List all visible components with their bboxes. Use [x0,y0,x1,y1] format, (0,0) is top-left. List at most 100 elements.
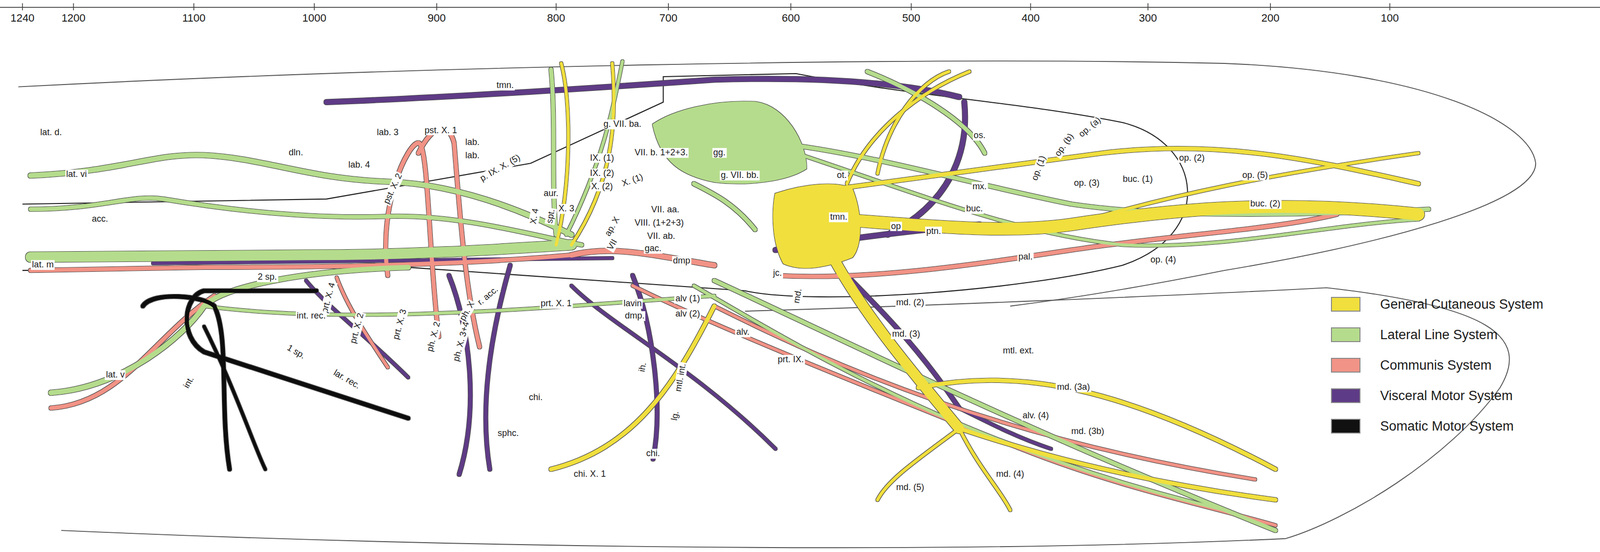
nerve [877,428,960,501]
nerve-label: op. (4) [1149,255,1178,266]
nerve [550,306,715,470]
legend-swatch [1330,419,1361,434]
legend-row: Lateral Line System [1330,319,1544,351]
brain-outline [22,73,1188,298]
legend-row: General Cutaneous System [1330,289,1544,320]
communis-nerves [30,128,1337,526]
nerve-label: ph. X. 3+4 [451,320,472,364]
nerve [836,148,1419,189]
nerve [1071,153,1419,225]
nerve-label: md. (3) [891,330,922,340]
nerve-label: ph. X [457,299,478,324]
legend: General Cutaneous SystemLateral Line Sys… [1330,289,1544,442]
legend-swatch [1330,327,1361,343]
nerve-label: gg. [712,148,727,158]
nerve [142,296,230,470]
nerve-label: X. 3 [557,204,575,214]
scale-number: 1200 [60,12,87,25]
legend-row: Somatic Motor System [1330,411,1544,442]
snout-outline [18,60,1536,306]
ruler-tick [22,3,24,11]
nerve-label: jc. [772,268,784,279]
nerve-label: ph. X. 2 [424,319,443,354]
nerve-label: ih. [636,361,649,374]
ruler-tick [1389,3,1391,11]
nerve-label: chi. [527,392,544,403]
nerve-label: lat. v [104,370,126,381]
ruler-tick [313,3,315,11]
nerve-label: lab. 4 [347,160,371,171]
nerve-label: VII. ab. [646,231,677,242]
nerve [571,250,715,266]
nerve [30,154,572,235]
nerve-label: tmn. [495,80,515,91]
nerve-label: acc. [90,214,110,225]
scale-number: 400 [1020,12,1041,25]
nerve [51,267,409,393]
nerve-label: r. acc. [474,283,501,308]
nerve-label: alv (1) [674,294,701,304]
nerve-label: md. (5) [895,483,926,493]
nerve-label: X. 4 [528,206,542,226]
legend-text: Somatic Motor System [1380,419,1514,435]
nerve-label: alv (2) [674,309,701,320]
legend-swatch [1330,297,1361,312]
nerve-label: chi. X. 1 [573,469,607,480]
nerve-label: p. IX. X. (5) [477,152,523,185]
nerve-label: lat. m [30,260,55,271]
nerve-label: lg. [669,409,682,423]
nerve-label: mtl. ext. [1001,346,1035,357]
nerve-label: 2 sp. [256,272,278,283]
scale-number: 600 [780,12,801,25]
nerve-label: VIII. (1+2+3) [633,218,685,229]
scale-number: 800 [545,12,567,25]
nerve-label: tmn. [829,212,849,223]
ruler-tick [1147,3,1149,11]
nerve [556,63,569,245]
scale-number: 100 [1379,12,1400,25]
nerve [826,244,960,429]
nerve-label: pst. X. 1 [423,125,458,136]
nerve-label: aur. [542,188,560,199]
nerve-label: X. (1) [619,172,646,190]
nerve [714,280,1276,531]
nerve [918,380,1276,470]
legend-row: Communis System [1330,350,1544,381]
ruler-tick [555,3,557,11]
nerve [305,280,408,378]
nerve-label: int. [181,374,197,392]
nerve [204,326,266,470]
nerve-label: buc. [965,204,984,214]
nerve-label: int. rec. [295,311,327,322]
nerve-label: lar. rec. [331,367,363,392]
scale-number: 300 [1138,12,1159,25]
nerve-label: VII. b. 1+2+3. [633,148,689,158]
nerve-label: spt. [544,207,558,226]
legend-text: Lateral Line System [1380,327,1498,343]
nerve-label: op. (5) [1241,170,1269,181]
nerve [846,71,970,184]
legend-swatch [1330,388,1361,404]
nerve [877,71,949,174]
nerve [336,277,389,368]
nerve [30,198,582,245]
nerve-label: 1 sp. [284,342,308,362]
lateral-line-nerves [30,61,1429,531]
legend-swatch [1330,358,1361,373]
nerve-label: prt. X. 1 [539,299,573,309]
jaw-outline [60,287,1510,548]
nerve-label: os. [972,130,987,141]
nerve-label: buc. (1) [1121,174,1154,185]
nerve-label: lat. vi [65,169,89,180]
nerve-label: md. (2) [895,298,926,308]
nerve-label: dln. [287,148,304,158]
nerve-label: ap. X [602,214,623,240]
nerve [959,428,1276,501]
nerve-label: lab. 3 [375,127,400,138]
nerve-label: op. (3) [1072,179,1101,189]
nerve-label: IX. (2) [589,168,616,179]
scale-number: 900 [426,12,448,25]
ruler-tick [73,3,75,11]
